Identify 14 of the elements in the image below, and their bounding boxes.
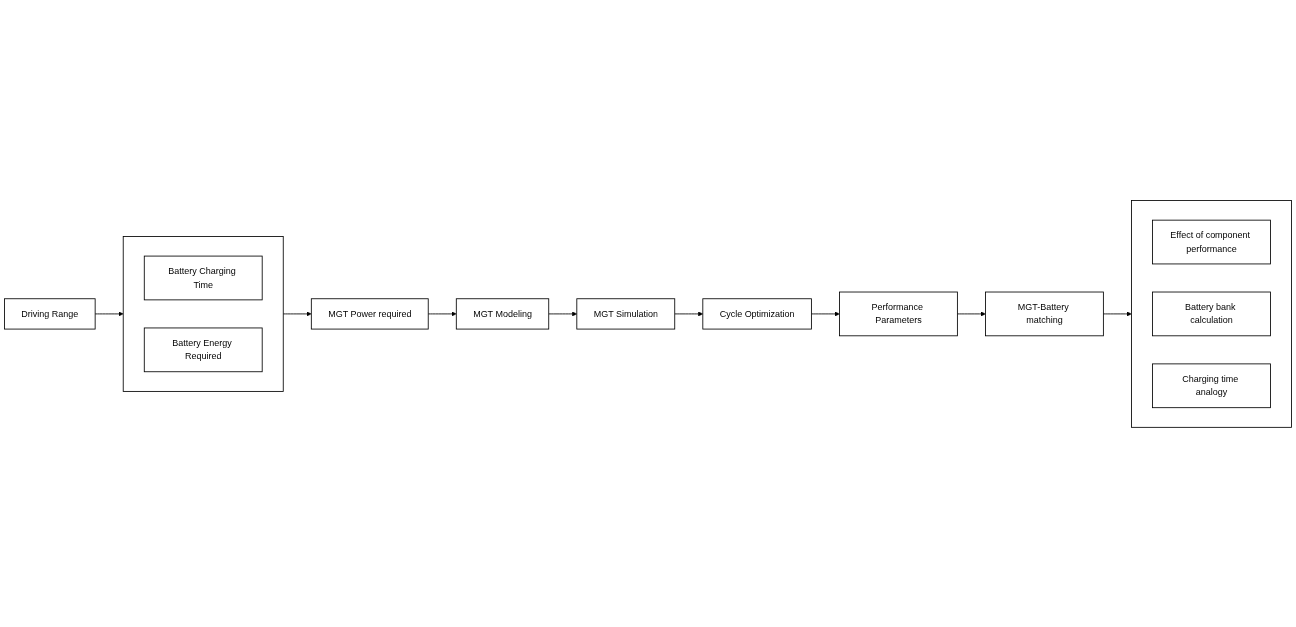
node-box: MGT Power required [310, 297, 429, 330]
node-box: Battery Energy Required [143, 327, 263, 372]
node-box: MGT Simulation [576, 297, 676, 330]
node-box: MGT-Battery matching [985, 291, 1104, 336]
node-box: Battery bank calculation [1152, 291, 1271, 336]
node-box: Effect of component performance [1152, 219, 1271, 264]
node-box: Cycle Optimization [702, 297, 812, 330]
node-box: Performance Parameters [839, 291, 958, 336]
cluster [122, 235, 284, 392]
node-box: Battery Charging Time [143, 255, 263, 300]
node-box: Driving Range [4, 297, 96, 330]
node-box: Charging time analogy [1152, 363, 1271, 408]
cluster [1131, 199, 1292, 428]
node-box: MGT Modeling [455, 297, 550, 330]
